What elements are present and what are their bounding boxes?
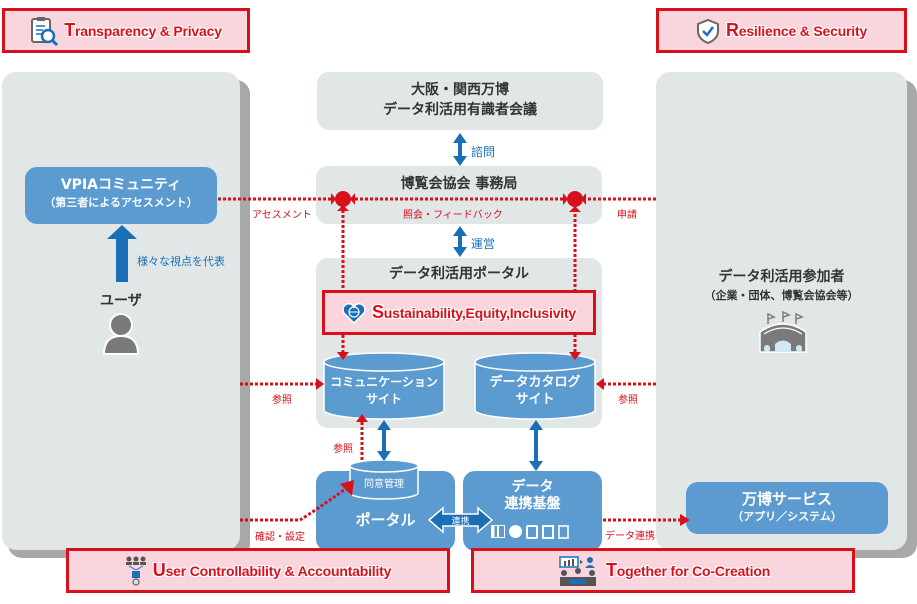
chart-icon: [491, 525, 505, 538]
portal-title: ポータル: [355, 511, 416, 529]
sustainability-badge: Sustainability,Equity,Inclusivity: [322, 290, 596, 335]
user-label: ユーザ: [100, 293, 142, 309]
vpia-title: VPIAコミュニティ: [60, 177, 182, 193]
sustainability-text: Sustainability,Equity,Inclusivity: [371, 302, 577, 322]
data-types-icons: [491, 525, 569, 539]
data-platform-box: データ 連携基盤: [463, 471, 602, 551]
operate-label: 運営: [471, 237, 496, 251]
represent-label: 様々な視点を代表: [137, 255, 225, 268]
stadium-icon: [758, 310, 808, 354]
users-lock-icon: [125, 556, 147, 586]
service-title: 万博サービス: [741, 490, 832, 508]
resilience-security-text: Resilience & Security: [725, 20, 868, 40]
link-label: 連携: [451, 517, 470, 527]
right-panel: [656, 72, 907, 550]
confirm-settings-label: 確認・設定: [255, 532, 305, 543]
document-icon: [542, 525, 554, 539]
platform-line1: データ: [511, 479, 554, 495]
catalog-platform-arrow-icon: [529, 420, 543, 471]
user-controllability-text: User Controllability & Accountability: [152, 560, 392, 580]
left-panel: [2, 72, 240, 550]
clipboard-icon: [526, 525, 538, 539]
apply-label: 申請: [617, 210, 637, 221]
portal-platform-link-arrow-icon: [427, 506, 494, 534]
operate-arrow-icon: [453, 226, 467, 257]
heart-globe-icon: [342, 302, 366, 324]
junction-left: [335, 191, 351, 207]
transparency-privacy-text: Transparency & Privacy: [64, 20, 222, 40]
reference-right-label: 参照: [618, 395, 638, 406]
council-line1: 大阪・関西万博: [411, 82, 509, 98]
vpia-community-box: VPIAコミュニティ （第三者によるアセスメント）: [25, 167, 217, 224]
expo-service-box: 万博サービス （アプリ／システム）: [686, 482, 888, 534]
up-arrow-icon: [107, 225, 137, 285]
data-catalog-label: データカタログ サイト: [489, 375, 581, 407]
council-line2: データ利活用有識者会議: [383, 102, 537, 118]
together-co-creation-badge: Together for Co-Creation: [471, 548, 855, 593]
data-catalog-cylinder: [474, 352, 596, 420]
comm-portal-arrow-icon: [377, 420, 391, 461]
vpia-subtitle: （第三者によるアセスメント）: [44, 196, 198, 209]
data-portal-title: データ利活用ポータル: [389, 266, 529, 282]
communication-site-cylinder: [323, 352, 445, 420]
file-icon: [558, 525, 569, 539]
participants-subtitle: （企業・団体、博覧会協会等）: [704, 289, 859, 302]
service-subtitle: （アプリ／システム）: [732, 510, 842, 523]
pie-chart-icon: [509, 525, 522, 538]
meeting-people-icon: [556, 555, 600, 587]
transparency-privacy-badge: Transparency & Privacy: [2, 8, 250, 53]
clipboard-magnifier-icon: [30, 16, 59, 46]
council-box: 大阪・関西万博 データ利活用有識者会議: [317, 72, 603, 130]
together-co-creation-text: Together for Co-Creation: [605, 560, 771, 580]
feedback-label: 照会・フィードバック: [403, 210, 503, 221]
junction-right: [567, 191, 583, 207]
blue-double-arrows: [377, 133, 543, 534]
consult-arrow-icon: [453, 133, 467, 166]
consent-management-label: 同意管理: [364, 479, 404, 490]
user-controllability-badge: User Controllability & Accountability: [66, 548, 450, 593]
participants-title: データ利活用参加者: [718, 269, 845, 285]
assessment-label: アセスメント: [252, 210, 312, 221]
shield-check-icon: [696, 18, 720, 44]
platform-line2: 連携基盤: [504, 496, 561, 512]
resilience-security-badge: Resilience & Security: [656, 8, 907, 53]
data-link-label: データ連携: [605, 531, 655, 542]
secretariat-box: 博覧会協会 事務局: [316, 166, 602, 224]
person-icon: [102, 312, 140, 356]
reference-consent-label: 参照: [333, 444, 353, 455]
secretariat-title: 博覧会協会 事務局: [400, 176, 518, 192]
reference-left-label: 参照: [272, 395, 292, 406]
communication-site-label: コミュニケーション サイト: [330, 375, 438, 406]
consult-label: 諮問: [471, 145, 496, 159]
